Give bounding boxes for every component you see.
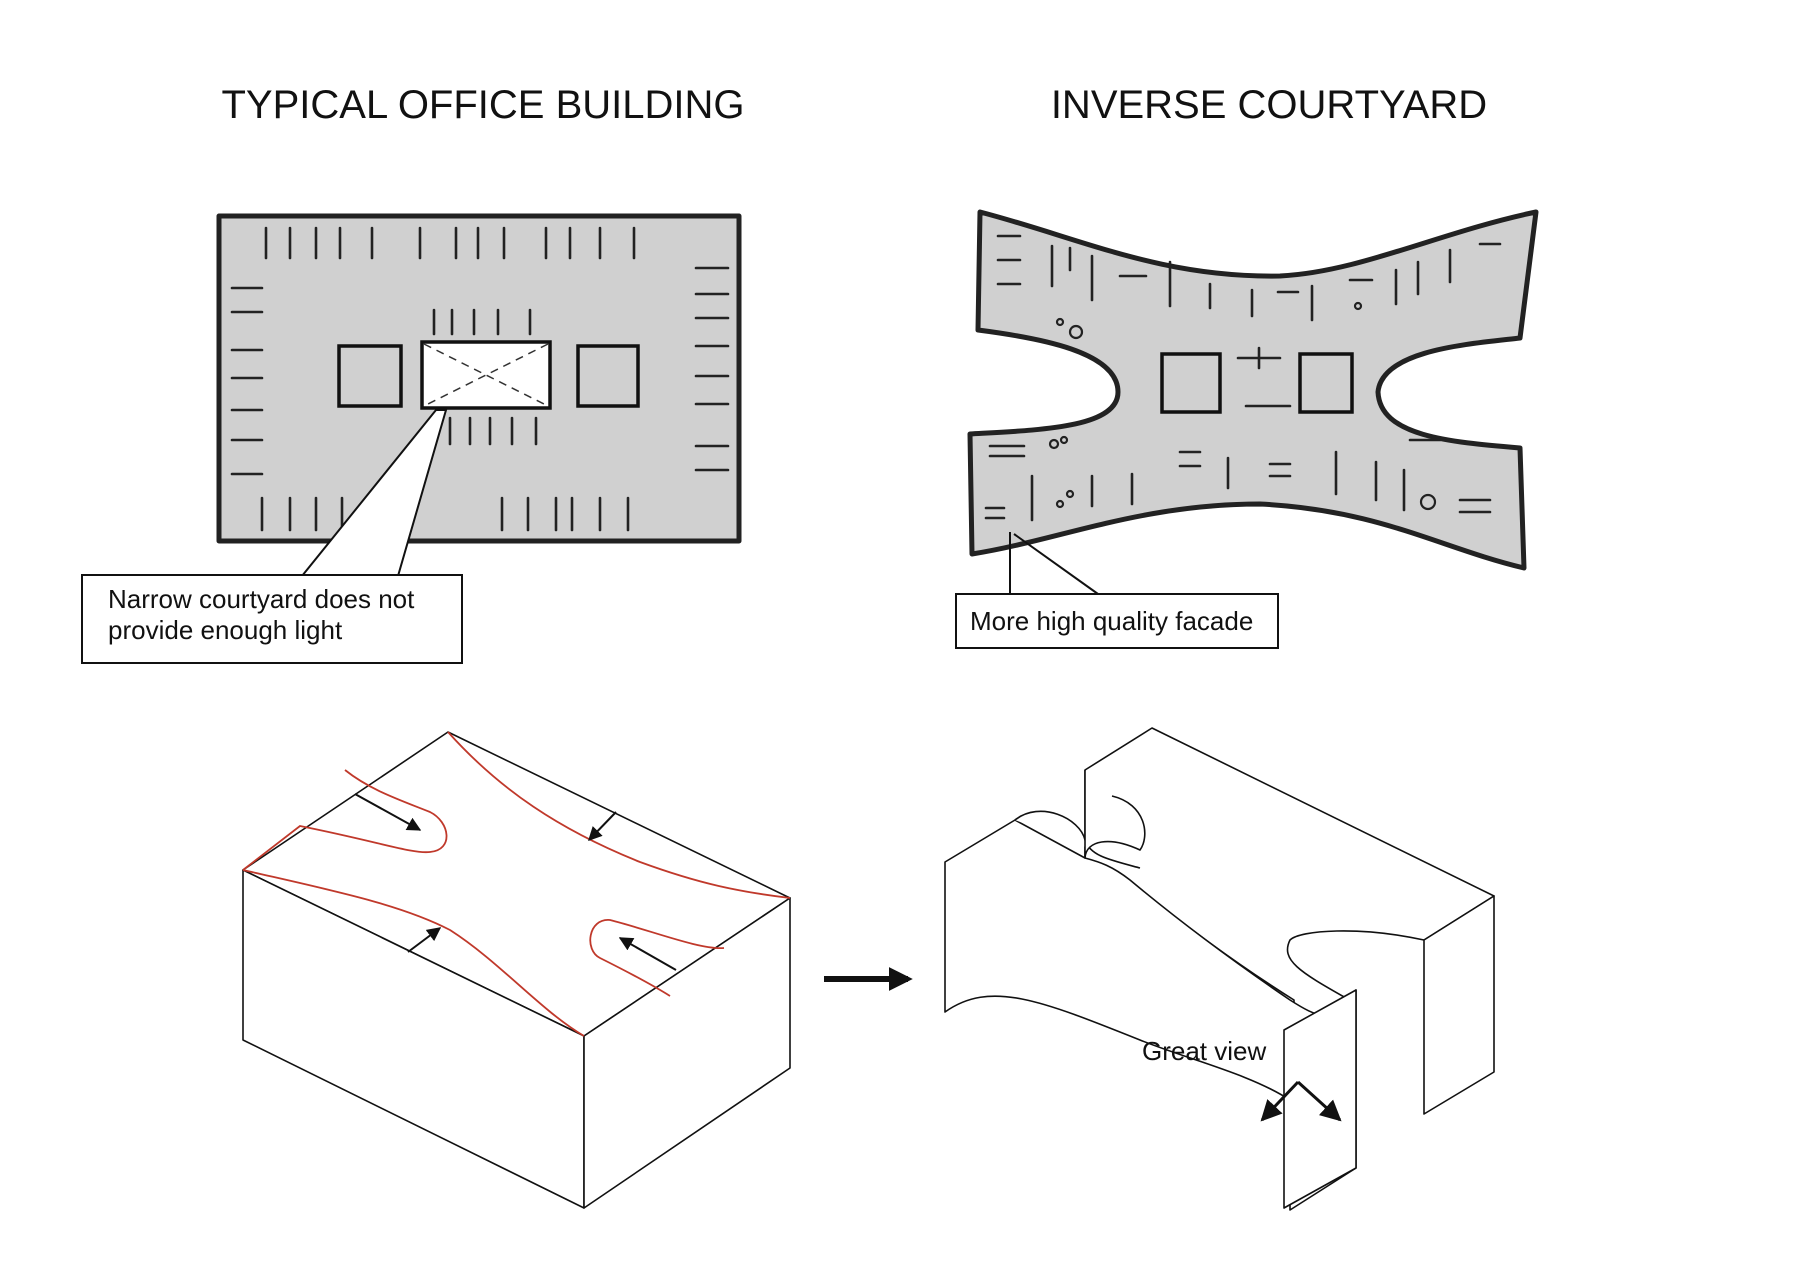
facade-callout: More high quality facade	[955, 532, 1279, 649]
typical-block-isometric	[242, 731, 791, 1209]
great-view-label: Great view	[1142, 1036, 1266, 1066]
typical-office-plan-sketch	[216, 213, 742, 544]
facade-callout-text: More high quality facade	[970, 606, 1253, 636]
title-inverse-courtyard: INVERSE COURTYARD	[1051, 83, 1487, 127]
callout-text-line2: provide enough light	[108, 615, 343, 645]
inverse-courtyard-isometric: Great view	[944, 727, 1495, 1211]
title-typical-office-building: TYPICAL OFFICE BUILDING	[221, 83, 744, 127]
inverse-courtyard-plan-sketch	[967, 209, 1539, 571]
callout-text-line1: Narrow courtyard does not	[108, 584, 415, 614]
narrow-courtyard-callout: Narrow courtyard does not provide enough…	[81, 409, 463, 664]
